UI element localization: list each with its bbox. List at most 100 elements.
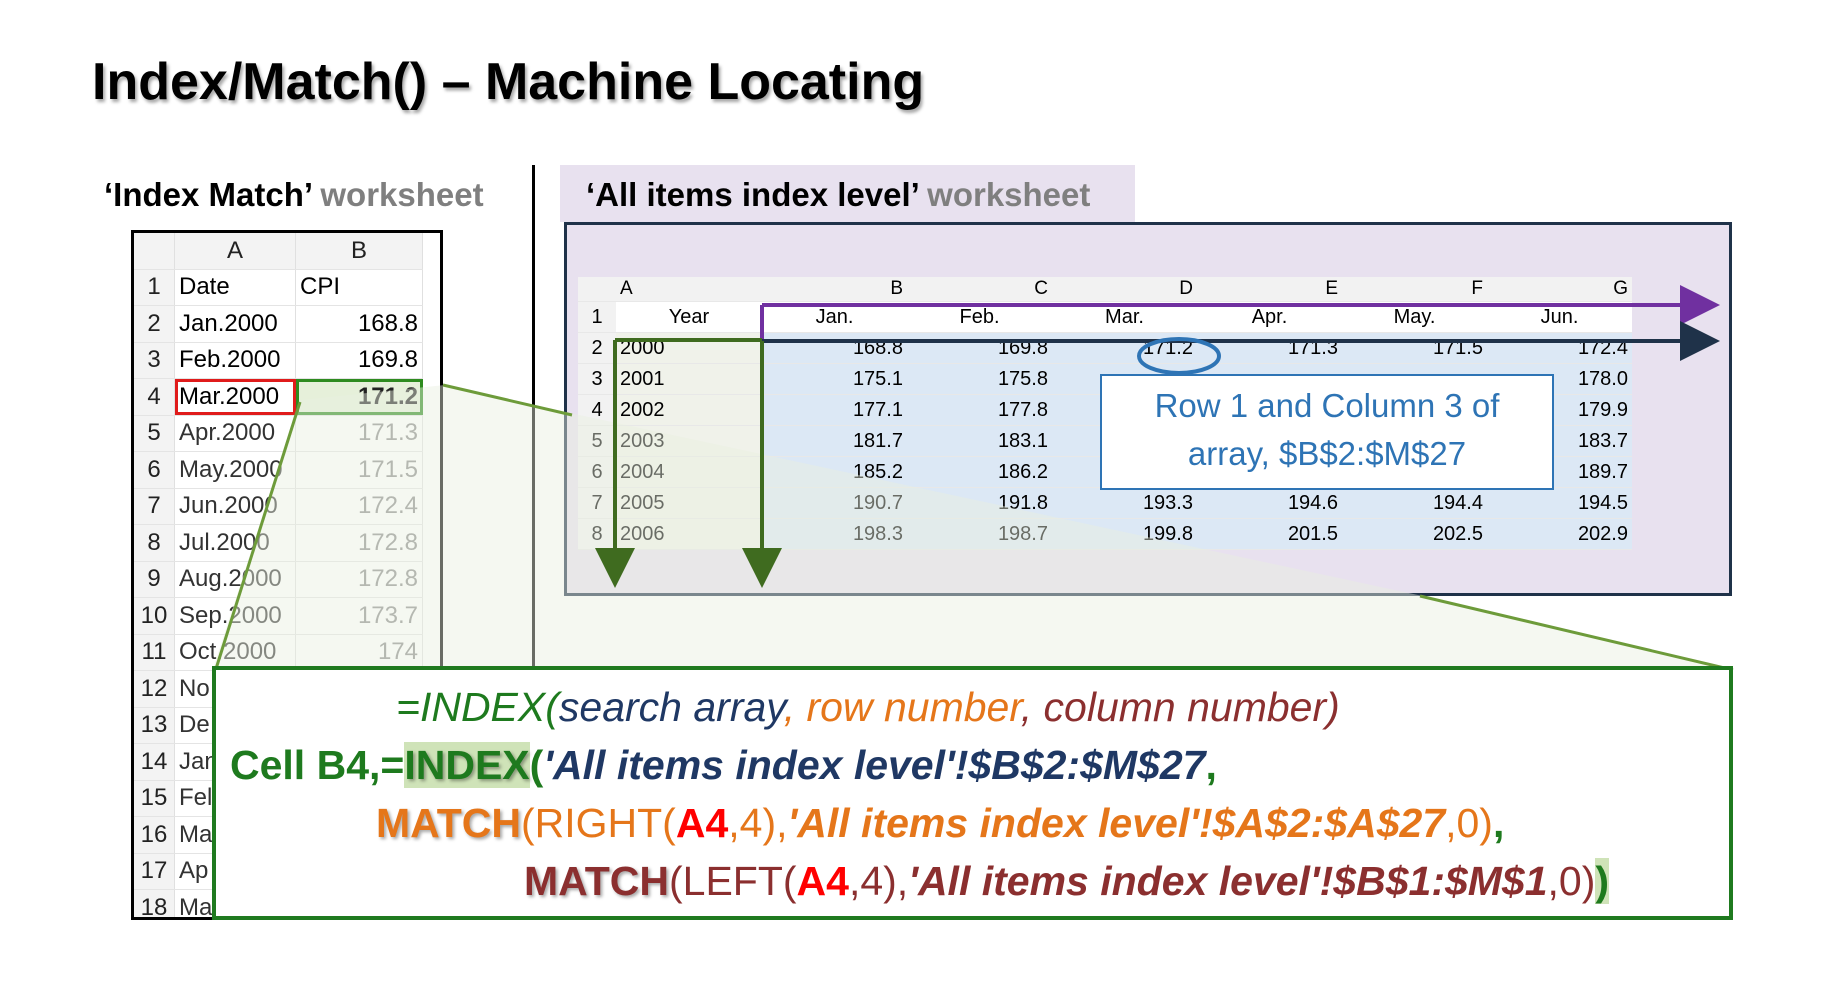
- date-cell[interactable]: Date: [174, 269, 296, 306]
- index-value-cell[interactable]: 194.6: [1197, 487, 1342, 519]
- cpi-cell[interactable]: 169.8: [295, 342, 423, 379]
- left-col-header: A: [174, 233, 296, 270]
- row-number: 12: [134, 670, 175, 708]
- index-value-cell[interactable]: 193.3: [1052, 487, 1197, 519]
- index-value-cell[interactable]: 172.4: [1487, 332, 1632, 364]
- index-value-cell[interactable]: 191.8: [907, 487, 1052, 519]
- date-cell[interactable]: Feb.2000: [174, 342, 296, 379]
- month-header-cell[interactable]: Jan.: [762, 301, 907, 333]
- row-number: 2: [134, 305, 175, 343]
- date-cell[interactable]: May.2000: [174, 451, 296, 489]
- year-cell[interactable]: 2001: [616, 363, 762, 395]
- year-cell[interactable]: 2006: [616, 518, 762, 550]
- index-value-cell[interactable]: 171.5: [1342, 332, 1487, 364]
- row-number: 13: [134, 707, 175, 744]
- index-value-cell[interactable]: 183.1: [907, 425, 1052, 457]
- index-value-cell[interactable]: 194.4: [1342, 487, 1487, 519]
- index-value-cell[interactable]: 177.8: [907, 394, 1052, 426]
- row-number: 1: [578, 301, 616, 333]
- syntax-sep-1: ,: [783, 684, 807, 730]
- index-value-cell[interactable]: 177.1: [762, 394, 907, 426]
- cpi-cell[interactable]: CPI: [295, 269, 423, 306]
- cpi-cell[interactable]: 172.8: [295, 561, 423, 598]
- cpi-cell[interactable]: 171.2: [295, 378, 423, 416]
- left-args: ,4),: [848, 858, 909, 904]
- year-cell[interactable]: 2004: [616, 456, 762, 488]
- index-value-cell[interactable]: 198.7: [907, 518, 1052, 550]
- index-value-cell[interactable]: 194.5: [1487, 487, 1632, 519]
- row-number: 6: [578, 456, 616, 488]
- right-col-header: A: [616, 277, 762, 302]
- index-value-cell[interactable]: 168.8: [762, 332, 907, 364]
- date-cell[interactable]: Apr.2000: [174, 415, 296, 452]
- row-number: 11: [134, 634, 175, 671]
- index-value-cell[interactable]: 201.5: [1197, 518, 1342, 550]
- cpi-cell[interactable]: 171.3: [295, 415, 423, 452]
- right-col-header: E: [1197, 277, 1342, 302]
- date-cell[interactable]: Mar.2000: [174, 378, 296, 416]
- year-header-cell[interactable]: Year: [616, 301, 762, 333]
- right-col-header: F: [1342, 277, 1487, 302]
- right-sheet-caption: ‘All items index level’ worksheet: [586, 176, 1090, 214]
- left-corner-cell: [134, 233, 175, 270]
- date-cell[interactable]: Jan.2000: [174, 305, 296, 343]
- index-value-cell[interactable]: 199.8: [1052, 518, 1197, 550]
- index-function: INDEX: [404, 742, 530, 788]
- index-value-cell[interactable]: 181.7: [762, 425, 907, 457]
- month-header-cell[interactable]: Jun.: [1487, 301, 1632, 333]
- cpi-cell[interactable]: 172.4: [295, 488, 423, 525]
- cpi-cell[interactable]: 173.7: [295, 597, 423, 635]
- cpi-cell[interactable]: 172.8: [295, 524, 423, 562]
- month-header-cell[interactable]: May.: [1342, 301, 1487, 333]
- syntax-index: =INDEX(: [396, 684, 559, 730]
- right-col-header: B: [762, 277, 907, 302]
- index-value-cell[interactable]: 190.7: [762, 487, 907, 519]
- left-sheet-suffix: worksheet: [311, 176, 484, 213]
- row-number: 14: [134, 743, 175, 781]
- index-value-cell[interactable]: 175.1: [762, 363, 907, 395]
- date-cell[interactable]: Sep.2000: [174, 597, 296, 635]
- col-lookup-array: 'All items index level'!$B$1:$M$1: [908, 858, 1548, 904]
- index-value-cell[interactable]: 169.8: [907, 332, 1052, 364]
- index-value-cell[interactable]: 202.5: [1342, 518, 1487, 550]
- index-value-cell[interactable]: 185.2: [762, 456, 907, 488]
- index-value-cell[interactable]: 202.9: [1487, 518, 1632, 550]
- row-number: 3: [578, 363, 616, 395]
- row-number: 17: [134, 853, 175, 890]
- index-value-cell[interactable]: 171.2: [1052, 332, 1197, 364]
- index-value-cell[interactable]: 198.3: [762, 518, 907, 550]
- row-number: 16: [134, 816, 175, 854]
- date-cell[interactable]: Aug.2000: [174, 561, 296, 598]
- left-col-header: B: [295, 233, 423, 270]
- cpi-cell[interactable]: 171.5: [295, 451, 423, 489]
- date-cell[interactable]: Jul.2000: [174, 524, 296, 562]
- left-sheet-name: ‘Index Match’: [104, 176, 312, 213]
- equals-sign: =: [380, 742, 405, 788]
- month-header-cell[interactable]: Mar.: [1052, 301, 1197, 333]
- year-cell[interactable]: 2002: [616, 394, 762, 426]
- cpi-cell[interactable]: 168.8: [295, 305, 423, 343]
- index-value-cell[interactable]: 171.3: [1197, 332, 1342, 364]
- month-header-cell[interactable]: Feb.: [907, 301, 1052, 333]
- syntax-row-number: row number: [806, 684, 1021, 730]
- year-cell[interactable]: 2003: [616, 425, 762, 457]
- index-value-cell[interactable]: 175.8: [907, 363, 1052, 395]
- year-cell[interactable]: 2005: [616, 487, 762, 519]
- index-value-cell[interactable]: 186.2: [907, 456, 1052, 488]
- row-number: 15: [134, 780, 175, 817]
- formula-syntax-line: =INDEX(search array, row number, column …: [396, 684, 1340, 731]
- row-number: 4: [578, 394, 616, 426]
- index-value-cell[interactable]: 178.0: [1487, 363, 1632, 395]
- right-args: ,4),: [728, 800, 788, 846]
- month-header-cell[interactable]: Apr.: [1197, 301, 1342, 333]
- match-col-function: MATCH: [524, 858, 669, 904]
- year-cell[interactable]: 2000: [616, 332, 762, 364]
- date-cell[interactable]: Jun.2000: [174, 488, 296, 525]
- right-col-header: D: [1052, 277, 1197, 302]
